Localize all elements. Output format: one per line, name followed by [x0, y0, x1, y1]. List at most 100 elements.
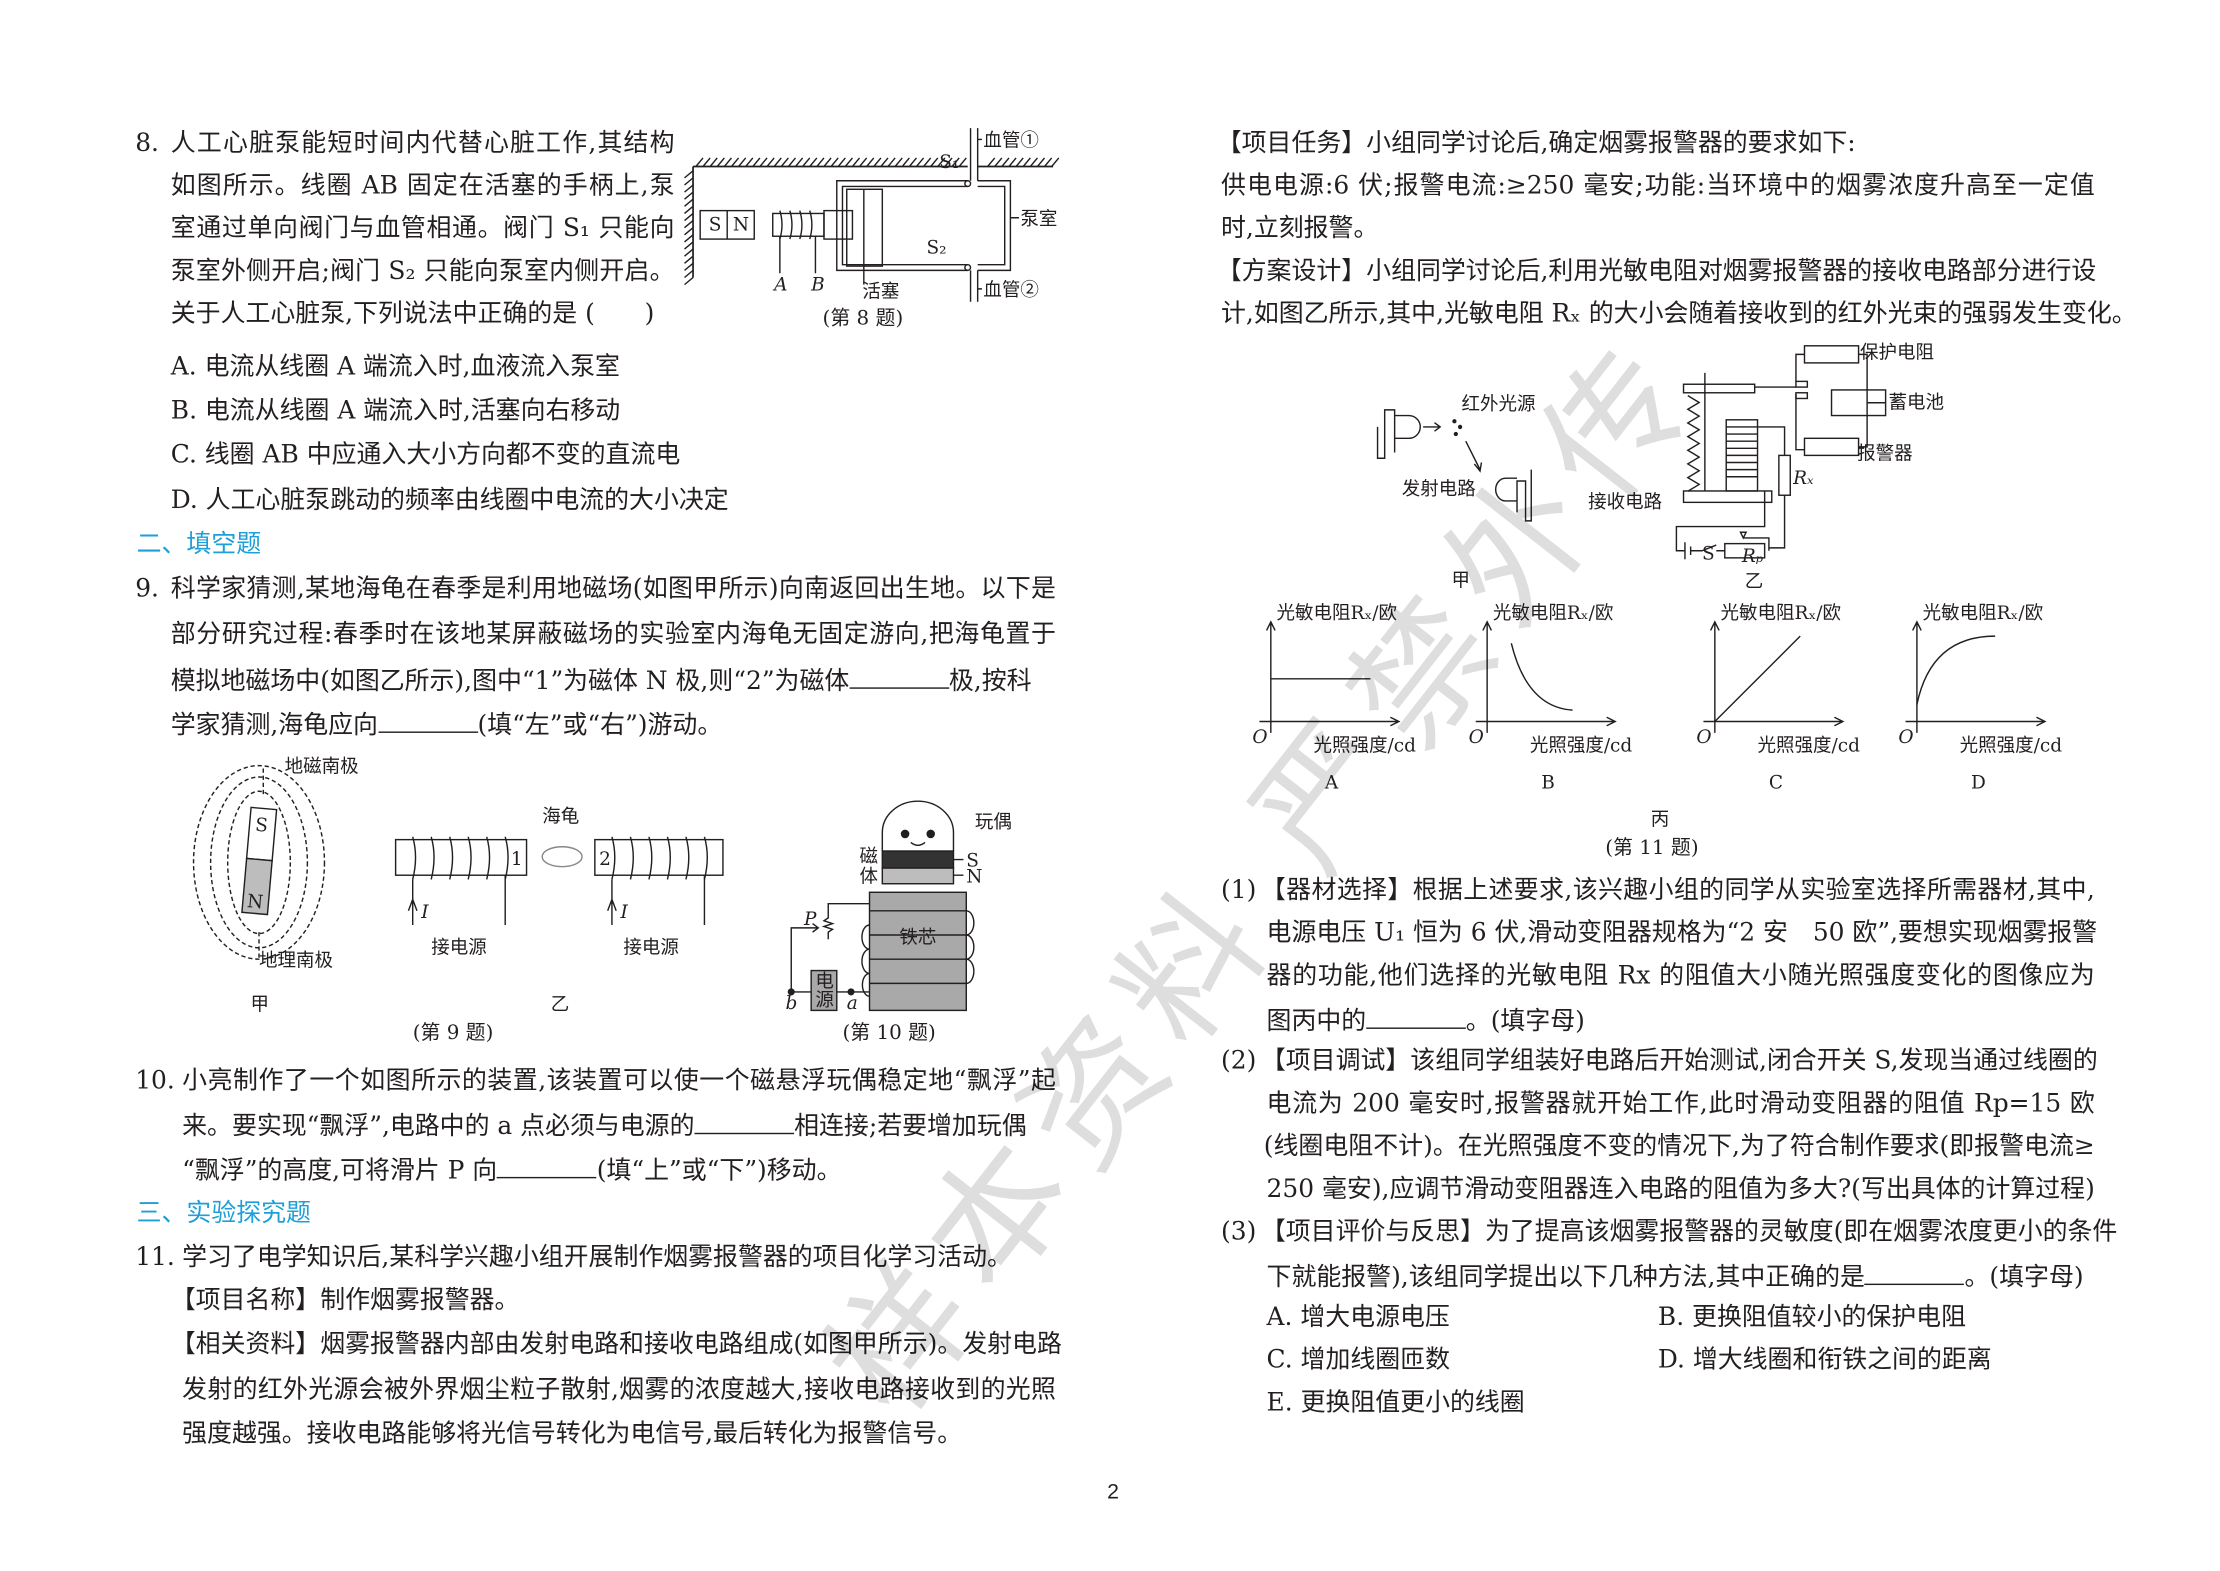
- hatch-line: [930, 157, 939, 167]
- hatch-line: [684, 248, 694, 257]
- sub3-line: 【项目评价与反思】为了提高该烟雾报警器的灵敏度(即在烟雾浓度更小的条件: [1260, 1218, 2118, 1247]
- graph-origin-label: O: [1696, 727, 1711, 748]
- figure-yi-label: 乙: [1745, 572, 1764, 593]
- hatch-line: [987, 157, 996, 167]
- hatch-line: [1022, 157, 1031, 167]
- doll-head: [881, 800, 955, 852]
- graph-curve: [1916, 635, 1996, 705]
- spring: [1686, 395, 1701, 492]
- hatch-line: [684, 269, 694, 279]
- geomagnetic-south-label: 地磁南极: [285, 757, 359, 778]
- hatch-line: [745, 157, 754, 167]
- answer-blank: [377, 706, 478, 733]
- graph-y-label: 光敏电阻Rₓ/欧: [1923, 603, 2044, 624]
- sub3-label: (3): [1221, 1218, 1257, 1247]
- relay-base: [1682, 490, 1773, 504]
- alarm: [1803, 437, 1860, 457]
- hatch-line: [1008, 157, 1017, 167]
- power-label: 接电源: [623, 937, 679, 958]
- hatch-line: [1044, 157, 1053, 167]
- sub2-line: 【项目调试】该组同学组装好电路后开始测试,闭合开关 S,发现当通过线圈的: [1260, 1047, 2098, 1076]
- answer-blank: [1366, 1002, 1466, 1029]
- hatch-line: [1051, 157, 1060, 167]
- hatch-line: [709, 157, 718, 167]
- hatch-line: [684, 227, 694, 236]
- figure-caption: (第 11 题): [1605, 836, 1698, 859]
- graph-y-label: 光敏电阻Rₓ/欧: [1721, 603, 1842, 624]
- q11-number: 11.: [135, 1243, 175, 1273]
- figure-caption: (第 10 题): [842, 1021, 935, 1044]
- q9-text: (填“左”或“右”)游动。: [477, 711, 723, 741]
- figure-jia-label: 甲: [1452, 570, 1471, 591]
- valve-s1: [964, 180, 972, 188]
- q11-line: 【相关资料】烟雾报警器内部由发射电路和接收电路组成(如图甲所示)。发射电路: [170, 1330, 1062, 1360]
- graph-origin-label: O: [1469, 727, 1484, 748]
- graph-origin-label: O: [1898, 727, 1913, 748]
- hatch-line: [958, 157, 967, 167]
- hatch-line: [738, 157, 747, 167]
- hatch-line: [684, 177, 694, 186]
- sub3-option-c: C. 增加线圈匝数: [1266, 1346, 1451, 1375]
- hatch-line: [684, 262, 694, 271]
- hatch-line: [684, 276, 694, 286]
- doll-label: 玩偶: [975, 812, 1012, 833]
- hatch-line: [915, 157, 925, 167]
- hatch-line: [766, 157, 775, 167]
- graph-origin-label: O: [1252, 727, 1267, 748]
- answer-blank: [694, 1107, 795, 1135]
- power-supply: [810, 969, 838, 1012]
- q10-line: 小亮制作了一个如图所示的装置,该装置可以使一个磁悬浮玩偶稳定地“飘浮”起: [182, 1067, 1056, 1096]
- emit-circuit-label: 发射电路: [1402, 479, 1476, 500]
- magnet-label: 磁: [860, 846, 879, 867]
- sub1-line: 电源电压 U₁ 恒为 6 伏,滑动变阻器规格为“2 安 50 欧”,要想实现烟雾…: [1266, 919, 2098, 948]
- q10-number: 10.: [135, 1067, 175, 1096]
- q8-option-c: C. 线圈 AB 中应通入大小方向都不变的直流电: [170, 441, 681, 470]
- graph-y-label: 光敏电阻Rₓ/欧: [1277, 603, 1398, 624]
- q9-text: 模拟地磁场中(如图乙所示),图中“1”为磁体 N 极,则“2”为磁体: [170, 667, 850, 696]
- q9-line: 科学家猜测,某地海龟在春季是利用地磁场(如图甲所示)向南返回出生地。以下是: [170, 574, 1056, 604]
- q10-text: 来。要实现“飘浮”,电路中的 a 点必须与电源的: [182, 1112, 695, 1142]
- hatch-line: [794, 157, 804, 167]
- chamber-label: 泵室: [1020, 209, 1057, 230]
- hatch-line: [752, 157, 761, 167]
- section-heading-fill-blank: 二、填空题: [136, 530, 262, 560]
- piston-label: 活塞: [862, 281, 899, 302]
- field-lines: [192, 764, 326, 961]
- q11-line: 发射的红外光源会被外界烟尘粒子散射,烟雾的浓度越大,接收电路接收到的光照: [182, 1376, 1056, 1405]
- graph-x-label: 光照强度/cd: [1530, 735, 1633, 756]
- sub3-option-d: D. 增大线圈和衔铁之间的距离: [1657, 1346, 1992, 1375]
- graph-axes: [1259, 620, 1401, 733]
- hatch-line: [1001, 157, 1010, 167]
- hatch-line: [1029, 157, 1038, 167]
- power-label: 接电源: [431, 937, 487, 958]
- q10-line: “飘浮”的高度,可将滑片 P 向(填“上”或“下”)移动。: [182, 1151, 841, 1185]
- figure-bing-label: 丙: [1651, 809, 1670, 830]
- hatch-line: [923, 157, 932, 167]
- q8-option-b: B. 电流从线圈 A 端流入时,活塞向右移动: [170, 397, 621, 426]
- answer-blank: [849, 662, 949, 689]
- figure-jia-label: 甲: [250, 994, 269, 1015]
- photoresistor-rx: [1778, 454, 1791, 496]
- magnet-n-label: N: [733, 215, 749, 236]
- hatch-line: [937, 157, 946, 167]
- q9-number: 9.: [135, 574, 159, 604]
- q8-line: 人工心脏泵能短时间内代替心脏工作,其结构: [170, 129, 675, 158]
- hatch-line: [908, 157, 918, 167]
- pump-chamber: [836, 180, 1012, 272]
- hatch-line: [1036, 157, 1046, 167]
- sub1-line: 图丙中的。(填字母): [1267, 1002, 1585, 1036]
- hatch-line: [773, 157, 782, 167]
- hatch-line: [780, 157, 789, 167]
- turtle-icon: [541, 846, 583, 868]
- rx-label: Rₓ: [1792, 468, 1814, 489]
- magnet-n-label: N: [246, 891, 264, 913]
- hatch-line: [880, 157, 889, 167]
- q8-option-a: A. 电流从线圈 A 端流入时,血液流入泵室: [170, 352, 620, 382]
- hatch-line: [684, 255, 694, 264]
- vessel1-label: 血管①: [983, 131, 1039, 152]
- hatch-line: [816, 157, 825, 167]
- hatch-line: [837, 157, 846, 167]
